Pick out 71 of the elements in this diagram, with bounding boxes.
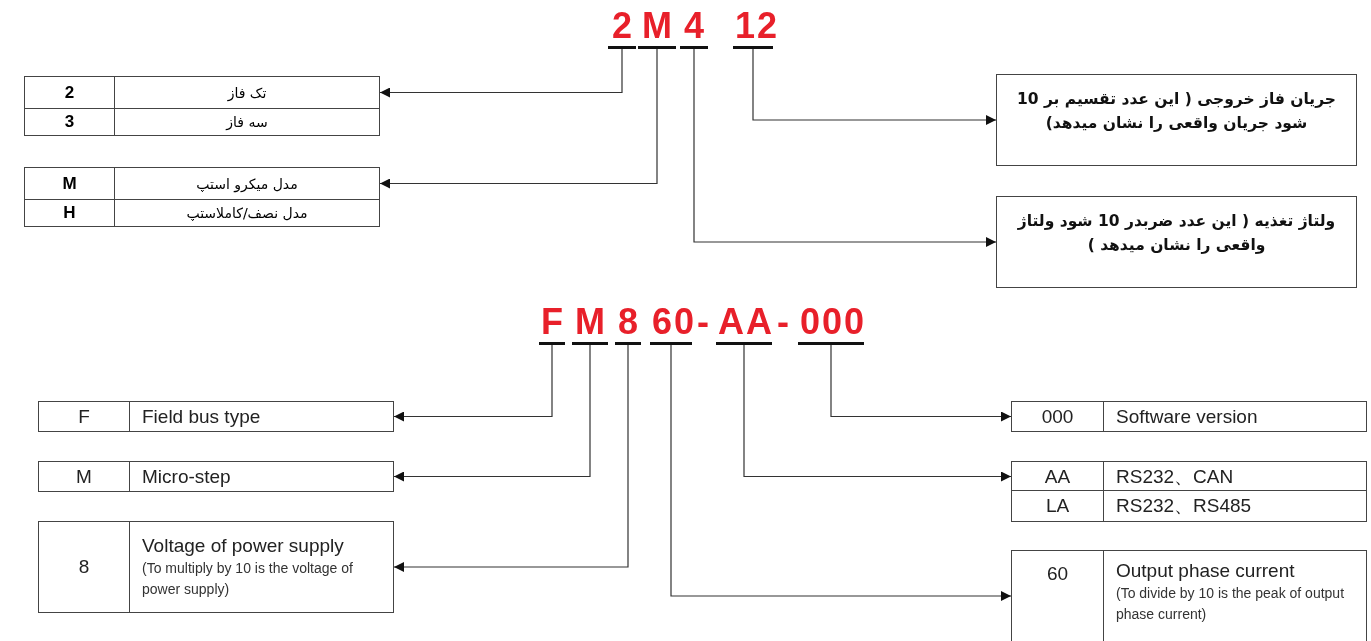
code-segment: 000	[798, 304, 864, 345]
connector-arrow	[393, 344, 553, 422]
code-segment: F	[539, 304, 565, 345]
description-text: ولتاژ تغذیه ( این عدد ضربدر 10 شود ولتاژ واقعی را نشان میدهد )	[1016, 211, 1337, 256]
option-description: تک فاز	[227, 83, 267, 104]
table-cell	[114, 108, 380, 136]
table-cell	[114, 76, 380, 109]
table-cell	[24, 199, 115, 227]
table-cell	[1103, 550, 1367, 641]
description-text: جریان فاز خروجی ( این عدد تقسیم بر 10 شود جریان واقعی را نشان میدهد)	[1016, 89, 1337, 134]
table-cell	[24, 108, 115, 136]
option-description: Output phase current	[1116, 559, 1295, 583]
table-cell	[114, 199, 380, 227]
table-cell	[129, 521, 394, 613]
table-cell	[129, 461, 394, 492]
table-cell	[114, 167, 380, 200]
table-cell	[38, 521, 130, 613]
code-segment: 8	[615, 304, 641, 345]
option-note: (To divide by 10 is the peak of output phase current)	[1116, 584, 1346, 624]
code-segment: M	[572, 304, 608, 345]
table-cell	[24, 167, 115, 200]
table-cell	[38, 401, 130, 432]
option-description: Software version	[1116, 404, 1258, 429]
option-description: Micro-step	[142, 464, 231, 489]
table-cell	[38, 461, 130, 492]
connector-arrow	[743, 344, 1012, 482]
code-separator: -	[777, 304, 789, 340]
code-value: LA	[1045, 495, 1070, 517]
code-segment: AA	[716, 304, 772, 345]
table-cell	[1011, 461, 1104, 492]
table-cell	[24, 76, 115, 109]
option-description: Voltage of power supply	[142, 534, 344, 558]
option-note: (To multiply by 10 is the voltage of power supply)	[142, 559, 354, 599]
option-description: مدل میکرو استپ	[196, 174, 298, 195]
code-value: M	[62, 172, 77, 195]
code-value: AA	[1044, 465, 1071, 488]
table-cell	[1011, 550, 1104, 641]
code-value: 60	[1046, 563, 1069, 585]
connector-arrow	[393, 344, 591, 482]
connector-arrow	[393, 344, 629, 572]
option-description: مدل نصف/کاملاستپ	[186, 204, 308, 223]
option-description: Field bus type	[142, 404, 261, 429]
code-value: F	[78, 405, 90, 428]
connector-arrow	[379, 48, 658, 189]
connector-arrow	[670, 344, 1012, 601]
table-cell	[1011, 490, 1104, 522]
table-cell	[1103, 490, 1367, 522]
code-value: H	[63, 202, 76, 224]
code-segment: M	[638, 8, 676, 49]
table-cell	[129, 401, 394, 432]
option-description: سه فاز	[226, 113, 268, 133]
connector-arrow	[379, 48, 623, 98]
code-value: 000	[1041, 405, 1074, 428]
code-separator: -	[697, 304, 709, 340]
description-box	[996, 196, 1357, 288]
code-segment: 60	[650, 304, 692, 345]
table-cell	[1011, 401, 1104, 432]
connector-arrow	[752, 48, 997, 125]
code-value: 3	[64, 111, 75, 133]
code-segment: 2	[608, 8, 636, 49]
option-description: RS232、CAN	[1116, 464, 1234, 489]
table-cell	[1103, 461, 1367, 492]
connector-arrow	[830, 344, 1012, 422]
code-value: 2	[64, 81, 75, 104]
code-value: 8	[78, 556, 90, 578]
code-value: M	[76, 465, 92, 488]
option-description: RS232、RS485	[1116, 494, 1252, 518]
code-segment: 4	[680, 8, 708, 49]
connector-arrow	[693, 48, 997, 247]
description-box	[996, 74, 1357, 166]
table-cell	[1103, 401, 1367, 432]
